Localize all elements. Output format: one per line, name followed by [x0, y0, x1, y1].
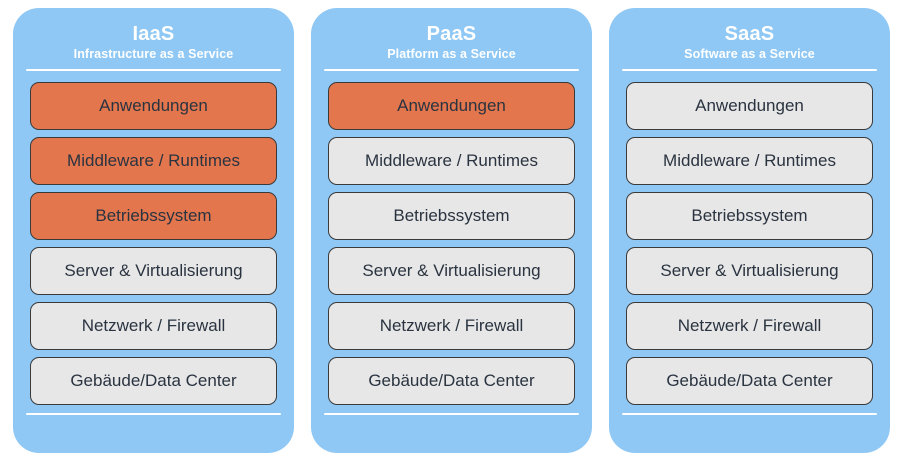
layer-stack-saas: Anwendungen Middleware / Runtimes Betrie… [609, 71, 890, 405]
layer-stack-iaas: Anwendungen Middleware / Runtimes Betrie… [13, 71, 294, 405]
header-divider-saas [622, 69, 877, 71]
service-model-card-iaas: IaaS Infrastructure as a Service Anwendu… [13, 8, 294, 453]
layer-middleware-runtimes-paas: Middleware / Runtimes [328, 137, 575, 185]
footer-divider-iaas [26, 413, 281, 415]
layer-netzwerk-firewall-saas: Netzwerk / Firewall [626, 302, 873, 350]
card-spacer-saas [609, 415, 890, 453]
layer-netzwerk-firewall-iaas: Netzwerk / Firewall [30, 302, 277, 350]
layer-anwendungen-iaas: Anwendungen [30, 82, 277, 130]
footer-divider-paas [324, 413, 579, 415]
card-title-iaas: IaaS [132, 23, 175, 45]
layer-anwendungen-saas: Anwendungen [626, 82, 873, 130]
layer-gebaeude-data-center-saas: Gebäude/Data Center [626, 357, 873, 405]
card-title-paas: PaaS [426, 23, 477, 45]
layer-betriebssystem-paas: Betriebssystem [328, 192, 575, 240]
layer-middleware-runtimes-iaas: Middleware / Runtimes [30, 137, 277, 185]
layer-anwendungen-paas: Anwendungen [328, 82, 575, 130]
layer-server-virtualisierung-saas: Server & Virtualisierung [626, 247, 873, 295]
footer-divider-saas [622, 413, 877, 415]
header-divider-iaas [26, 69, 281, 71]
card-subtitle-iaas: Infrastructure as a Service [73, 47, 234, 61]
layer-gebaeude-data-center-iaas: Gebäude/Data Center [30, 357, 277, 405]
layer-betriebssystem-saas: Betriebssystem [626, 192, 873, 240]
layer-stack-paas: Anwendungen Middleware / Runtimes Betrie… [311, 71, 592, 405]
card-subtitle-paas: Platform as a Service [387, 47, 516, 61]
card-spacer-paas [311, 415, 592, 453]
layer-middleware-runtimes-saas: Middleware / Runtimes [626, 137, 873, 185]
card-title-saas: SaaS [724, 23, 775, 45]
layer-server-virtualisierung-iaas: Server & Virtualisierung [30, 247, 277, 295]
layer-gebaeude-data-center-paas: Gebäude/Data Center [328, 357, 575, 405]
card-subtitle-saas: Software as a Service [684, 47, 815, 61]
card-header-saas: SaaS Software as a Service [609, 8, 890, 62]
service-model-card-paas: PaaS Platform as a Service Anwendungen M… [311, 8, 592, 453]
layer-server-virtualisierung-paas: Server & Virtualisierung [328, 247, 575, 295]
header-divider-paas [324, 69, 579, 71]
service-model-card-saas: SaaS Software as a Service Anwendungen M… [609, 8, 890, 453]
layer-netzwerk-firewall-paas: Netzwerk / Firewall [328, 302, 575, 350]
card-header-iaas: IaaS Infrastructure as a Service [13, 8, 294, 62]
card-header-paas: PaaS Platform as a Service [311, 8, 592, 62]
layer-betriebssystem-iaas: Betriebssystem [30, 192, 277, 240]
card-spacer-iaas [13, 415, 294, 453]
